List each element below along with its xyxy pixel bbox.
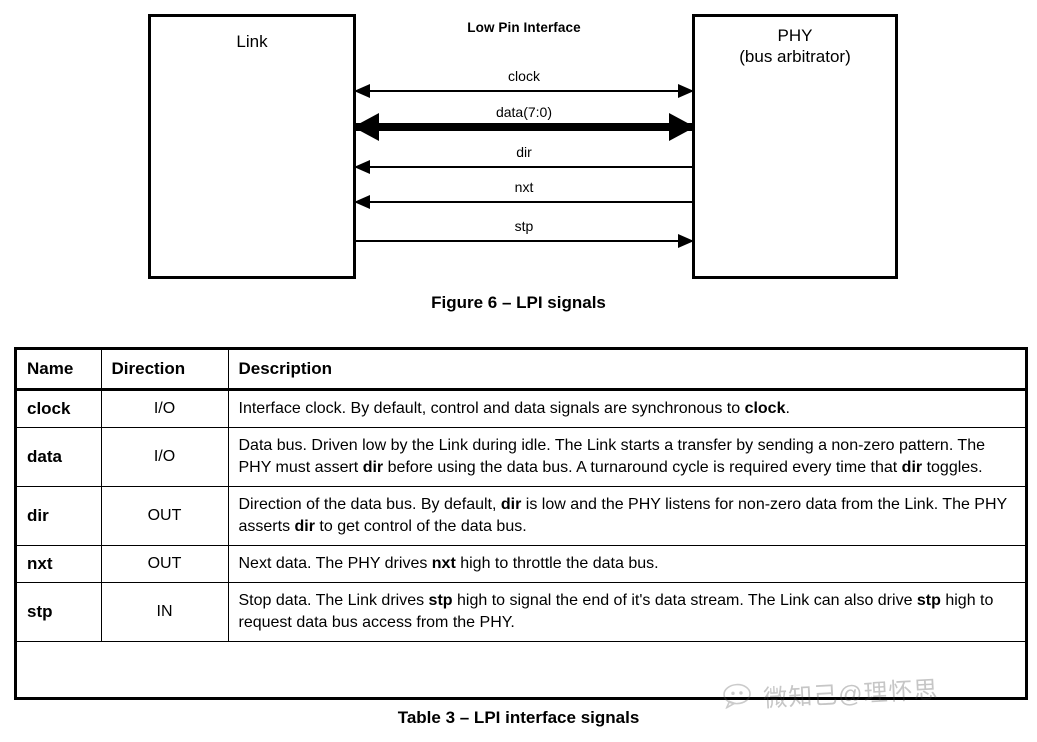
arrow-left-icon — [353, 113, 379, 141]
signal-description-cell: Next data. The PHY drives nxt high to th… — [227, 545, 1025, 583]
signal-nxt-label: nxt — [514, 179, 534, 195]
signal-name-cell: dir — [17, 486, 102, 546]
signal-description-cell: Data bus. Driven low by the Link during … — [227, 427, 1025, 487]
signal-stp-line — [355, 240, 693, 242]
arrow-left-icon — [354, 84, 370, 98]
column-header-description: Description — [227, 350, 1025, 391]
signal-name-cell: clock — [17, 389, 102, 428]
link-block-label: Link — [236, 32, 268, 51]
phy-block: PHY (bus arbitrator) — [692, 14, 898, 279]
arrow-left-icon — [354, 160, 370, 174]
signal-direction-cell: I/O — [100, 389, 229, 428]
signal-stp-label: stp — [514, 218, 534, 234]
link-block: Link — [148, 14, 356, 279]
signal-name-cell: data — [17, 427, 102, 487]
phy-block-label: PHY — [777, 26, 813, 45]
table-caption: Table 3 – LPI interface signals — [397, 708, 640, 727]
figure-caption: Figure 6 – LPI signals — [431, 293, 606, 312]
column-header-direction: Direction — [100, 350, 229, 391]
signal-nxt-line — [355, 201, 693, 203]
low-pin-interface-label: Low Pin Interface — [467, 20, 581, 35]
signal-direction-cell: OUT — [100, 486, 229, 546]
table-header-row: Name Direction Description — [17, 350, 1025, 391]
signal-description-cell: Direction of the data bus. By default, d… — [227, 486, 1025, 546]
signal-description-cell: Interface clock. By default, control and… — [227, 389, 1025, 428]
arrow-right-icon — [678, 234, 694, 248]
signal-direction-cell: I/O — [100, 427, 229, 487]
signal-data-label: data(7:0) — [495, 104, 553, 120]
signal-dir-line — [355, 166, 693, 168]
arrow-right-icon — [678, 84, 694, 98]
signal-description-cell: Stop data. The Link drives stp high to s… — [227, 582, 1025, 642]
signal-name-cell: nxt — [17, 545, 102, 583]
lpi-block-diagram: Link PHY (bus arbitrator) Low Pin Interf… — [0, 0, 1037, 320]
signal-direction-cell: IN — [100, 582, 229, 642]
signal-direction-cell: OUT — [100, 545, 229, 583]
signal-clock-line — [355, 90, 693, 92]
arrow-right-icon — [669, 113, 695, 141]
signal-clock-label: clock — [508, 68, 540, 84]
signal-dir-label: dir — [516, 144, 532, 160]
arrow-left-icon — [354, 195, 370, 209]
signal-data-line — [355, 123, 693, 131]
phy-block-sublabel: (bus arbitrator) — [739, 47, 851, 66]
signal-name-cell: stp — [17, 582, 102, 642]
column-header-name: Name — [17, 350, 102, 391]
